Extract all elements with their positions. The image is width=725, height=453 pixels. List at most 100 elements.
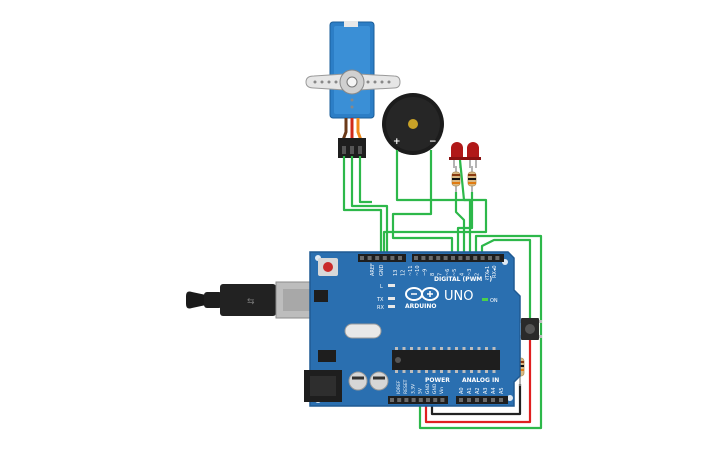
digital-pin-label: 12 xyxy=(400,270,406,276)
header-pin[interactable] xyxy=(465,256,470,260)
power-pin-label: 3.3V xyxy=(410,383,416,394)
header-pin[interactable] xyxy=(495,256,500,260)
header-pin[interactable] xyxy=(488,256,492,260)
wire-button-power[interactable] xyxy=(418,234,543,430)
label-aref: AREF xyxy=(370,263,376,276)
header-pin[interactable] xyxy=(467,398,471,402)
label-model: UNO xyxy=(444,289,473,304)
header-pin[interactable] xyxy=(499,398,503,402)
power-pin-label: IOREF xyxy=(396,380,402,394)
wires xyxy=(342,150,543,430)
header-pin[interactable] xyxy=(483,398,487,402)
header-pin[interactable] xyxy=(404,398,409,402)
resistor-led-right[interactable] xyxy=(467,166,477,192)
analog-pin-label: A3 xyxy=(483,387,489,394)
header-pin[interactable] xyxy=(458,256,463,260)
digital-pin-label: 2 xyxy=(474,273,480,276)
header-pin[interactable] xyxy=(480,256,485,260)
header-pin[interactable] xyxy=(436,256,441,260)
header-pin[interactable] xyxy=(459,398,463,402)
label-led-l: L xyxy=(380,284,383,290)
analog-pin-label: A4 xyxy=(491,387,497,394)
digital-pin-label: ~10 xyxy=(415,265,421,276)
servo-tab xyxy=(344,21,358,27)
header-top-right xyxy=(412,254,504,262)
header-pin[interactable] xyxy=(382,256,387,260)
analog-pin-label: A0 xyxy=(459,387,465,394)
header-pin[interactable] xyxy=(360,256,364,260)
led-right-lens xyxy=(467,142,479,158)
analog-pin-label: A1 xyxy=(467,387,473,394)
resistor-led-left[interactable] xyxy=(451,166,461,192)
header-pin[interactable] xyxy=(397,398,402,402)
analog-pin-label: A2 xyxy=(475,387,481,394)
header-top-left xyxy=(358,254,406,262)
wire-led-gnd[interactable] xyxy=(382,159,488,256)
pins-bottom xyxy=(390,398,503,402)
header-pin[interactable] xyxy=(426,398,430,402)
digital-pin-label: ~3 xyxy=(467,269,473,276)
header-pin[interactable] xyxy=(418,398,423,402)
label-rx: RX◂0 xyxy=(492,265,498,278)
wire-red-5v[interactable] xyxy=(424,340,532,424)
header-pin[interactable] xyxy=(414,256,418,260)
label-digital: DIGITAL (PWM ~) xyxy=(434,276,492,283)
header-pin[interactable] xyxy=(428,256,433,260)
pins-top xyxy=(360,256,500,260)
power-pin-label: GND xyxy=(432,383,438,394)
wire-buzzer-minus[interactable] xyxy=(391,150,454,256)
header-pin[interactable] xyxy=(451,256,455,260)
header-pin[interactable] xyxy=(411,398,416,402)
digital-pin-label: 13 xyxy=(393,270,399,276)
header-pin[interactable] xyxy=(390,398,394,402)
digital-pin-label: ~6 xyxy=(445,269,451,276)
digital-pin-label: 8 xyxy=(430,273,436,276)
header-pin[interactable] xyxy=(433,398,438,402)
label-gnd-top: GND xyxy=(379,264,385,276)
digital-pin-label: ~11 xyxy=(408,265,414,276)
power-pin-label: RESET xyxy=(403,379,409,394)
header-pin[interactable] xyxy=(440,398,445,402)
label-analog: ANALOG IN xyxy=(462,377,499,384)
usb-plug xyxy=(220,284,276,316)
led-l-indicator xyxy=(388,284,395,287)
digital-pin-label: ~5 xyxy=(452,269,458,276)
led-rx-indicator xyxy=(388,305,395,308)
header-pin[interactable] xyxy=(398,256,402,260)
wire-led-left[interactable] xyxy=(454,192,466,256)
analog-pin-label: A5 xyxy=(499,387,505,394)
svg-text:⇆: ⇆ xyxy=(247,297,255,307)
power-pin-label: GND xyxy=(425,383,431,394)
pushbutton[interactable] xyxy=(518,318,542,340)
buzzer-center xyxy=(408,119,418,129)
header-pin[interactable] xyxy=(475,398,479,402)
crystal-oscillator xyxy=(344,323,382,339)
wire-button-signal[interactable] xyxy=(480,238,532,320)
led-right[interactable] xyxy=(465,142,481,168)
piezo-buzzer[interactable]: + − xyxy=(382,93,444,155)
wire-led-right[interactable] xyxy=(456,192,474,256)
on-led xyxy=(482,298,488,301)
led-left[interactable] xyxy=(449,142,465,168)
header-pin[interactable] xyxy=(443,256,448,260)
digital-pin-label: 4 xyxy=(460,273,466,276)
power-pin-label: 5V xyxy=(418,387,424,394)
servo-screw xyxy=(346,76,358,88)
label-brand: ARDUINO xyxy=(405,303,436,310)
servo-lead-brown xyxy=(341,118,348,141)
header-pin[interactable] xyxy=(375,256,380,260)
led-left-lens xyxy=(451,142,463,158)
header-pin[interactable] xyxy=(421,256,426,260)
header-pin[interactable] xyxy=(491,398,495,402)
buzzer-plus-label: + xyxy=(393,137,401,147)
servo-motor[interactable] xyxy=(305,21,401,158)
header-pin[interactable] xyxy=(390,256,395,260)
wire-servo-gnd[interactable] xyxy=(342,156,383,256)
header-pin[interactable] xyxy=(367,256,372,260)
buzzer-minus-label: − xyxy=(429,137,437,147)
wire-servo-signal[interactable] xyxy=(358,156,372,204)
header-pin[interactable] xyxy=(473,256,478,260)
